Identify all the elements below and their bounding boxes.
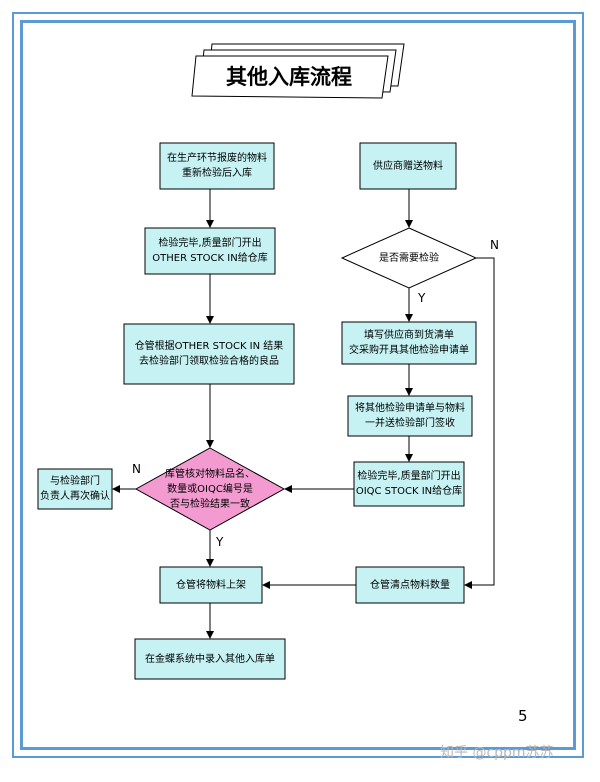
box-right-1-label: 供应商赠送物料 bbox=[373, 160, 443, 172]
box-left-3-label: 仓管根据OTHER STOCK IN 结果 去检验部门领取检验合格的良品 bbox=[134, 341, 284, 367]
decision-left-label: 库管核对物料品名、 数量或OIQC编号是 否与检验结果一致 bbox=[165, 468, 255, 510]
box-count-label: 仓管清点物料数量 bbox=[370, 579, 450, 591]
box-erp-entry bbox=[134, 638, 286, 680]
box-shelve bbox=[159, 566, 263, 604]
box-right-3-label: 将其他检验申请单与物料 一并送检验部门签收 bbox=[355, 403, 465, 429]
page-border-outer bbox=[12, 12, 584, 758]
box-right-2-label: 填写供应商到货清单 交采购开具其他检验申请单 bbox=[349, 330, 469, 356]
box-left-1-label: 在生产环节报废的物料 重新检验后入库 bbox=[167, 153, 267, 179]
box-recheck-label: 与检验部门 负责人再次确认 bbox=[40, 476, 110, 502]
watermark-text: 知乎 @cppm苏苏 bbox=[440, 745, 554, 761]
edge-label-left-no: N bbox=[132, 462, 141, 476]
box-left-1 bbox=[159, 142, 275, 190]
box-right-3 bbox=[347, 395, 473, 437]
arrow-no-inspection-to-count bbox=[464, 257, 495, 589]
edge-label-right-yes: Y bbox=[418, 291, 426, 305]
box-recheck bbox=[37, 468, 113, 510]
decision-right-label: 是否需要检验 bbox=[379, 252, 439, 264]
box-right-2 bbox=[341, 321, 477, 365]
box-left-2-label: 检验完毕,质量部门开出 OTHER STOCK IN给仓库 bbox=[152, 238, 268, 264]
edge-label-right-no: N bbox=[490, 238, 499, 252]
box-right-4 bbox=[353, 461, 465, 507]
box-left-3 bbox=[123, 323, 295, 385]
title-banner-shape bbox=[191, 43, 405, 99]
diagram-title: 其他入库流程 bbox=[226, 65, 352, 89]
box-right-1 bbox=[359, 142, 457, 190]
box-shelve-label: 仓管将物料上架 bbox=[176, 579, 246, 591]
box-left-2 bbox=[144, 227, 276, 275]
box-erp-entry-label: 在金蝶系统中录入其他入库单 bbox=[145, 653, 275, 665]
page-number: 5 bbox=[518, 707, 528, 725]
box-right-4-label: 检验完毕,质量部门开出 OIQC STOCK IN给仓库 bbox=[355, 471, 463, 497]
edge-label-left-yes: Y bbox=[216, 535, 224, 549]
page-border-inner bbox=[20, 20, 576, 750]
